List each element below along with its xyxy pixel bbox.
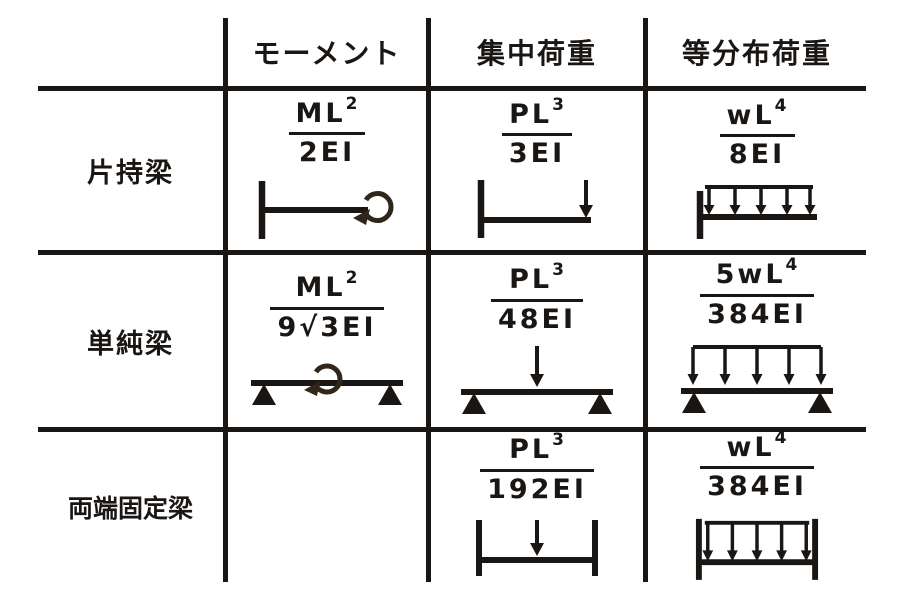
formula-denominator: 384EI xyxy=(707,471,807,503)
cantilever-distributed-load-diagram xyxy=(696,185,817,240)
fraction-bar xyxy=(480,468,594,472)
grid-hline-2 xyxy=(38,250,866,255)
grid-hline-3 xyxy=(38,427,866,432)
formula-denominator: 384EI xyxy=(707,298,807,330)
cell-fixed-beam-moment-empty xyxy=(228,432,426,582)
fraction-bar xyxy=(490,298,584,302)
grid-vline-3 xyxy=(643,18,648,582)
simple-beam-distributed-load-diagram xyxy=(681,344,833,413)
grid-vline-1 xyxy=(223,18,228,582)
fraction-bar xyxy=(719,134,795,137)
formula-denominator: 3EI xyxy=(508,138,566,169)
cantilever-moment-diagram xyxy=(258,181,394,240)
fraction-bar xyxy=(700,466,814,470)
formula-denominator: 8EI xyxy=(728,139,786,170)
grid-vline-2 xyxy=(426,18,431,582)
fraction-bar xyxy=(501,133,573,136)
row-header-simple-beam: 単純梁 xyxy=(87,328,174,360)
fraction-bar xyxy=(288,132,366,135)
column-header-distributed-load: 等分布荷重 xyxy=(681,37,832,70)
row-header-cantilever: 片持梁 xyxy=(87,158,174,189)
row-header-fixed-beam: 両端固定梁 xyxy=(67,494,193,523)
formula-denominator: 9√3EI xyxy=(277,311,377,343)
simple-beam-point-load-diagram xyxy=(461,345,613,414)
column-header-moment: モーメント xyxy=(252,37,402,70)
formula-denominator: 2EI xyxy=(298,137,356,168)
fixed-beam-point-load-diagram xyxy=(476,519,598,576)
fraction-bar xyxy=(270,306,384,310)
grid-hline-1 xyxy=(38,86,866,91)
fraction-bar xyxy=(700,293,814,297)
cantilever-point-load-diagram xyxy=(477,180,593,239)
simple-beam-moment-diagram xyxy=(251,363,403,405)
fixed-beam-distributed-load-diagram xyxy=(695,518,819,581)
formula-denominator: 192EI xyxy=(487,473,587,505)
column-header-point-load: 集中荷重 xyxy=(476,37,597,70)
formula-denominator: 48EI xyxy=(497,303,577,335)
